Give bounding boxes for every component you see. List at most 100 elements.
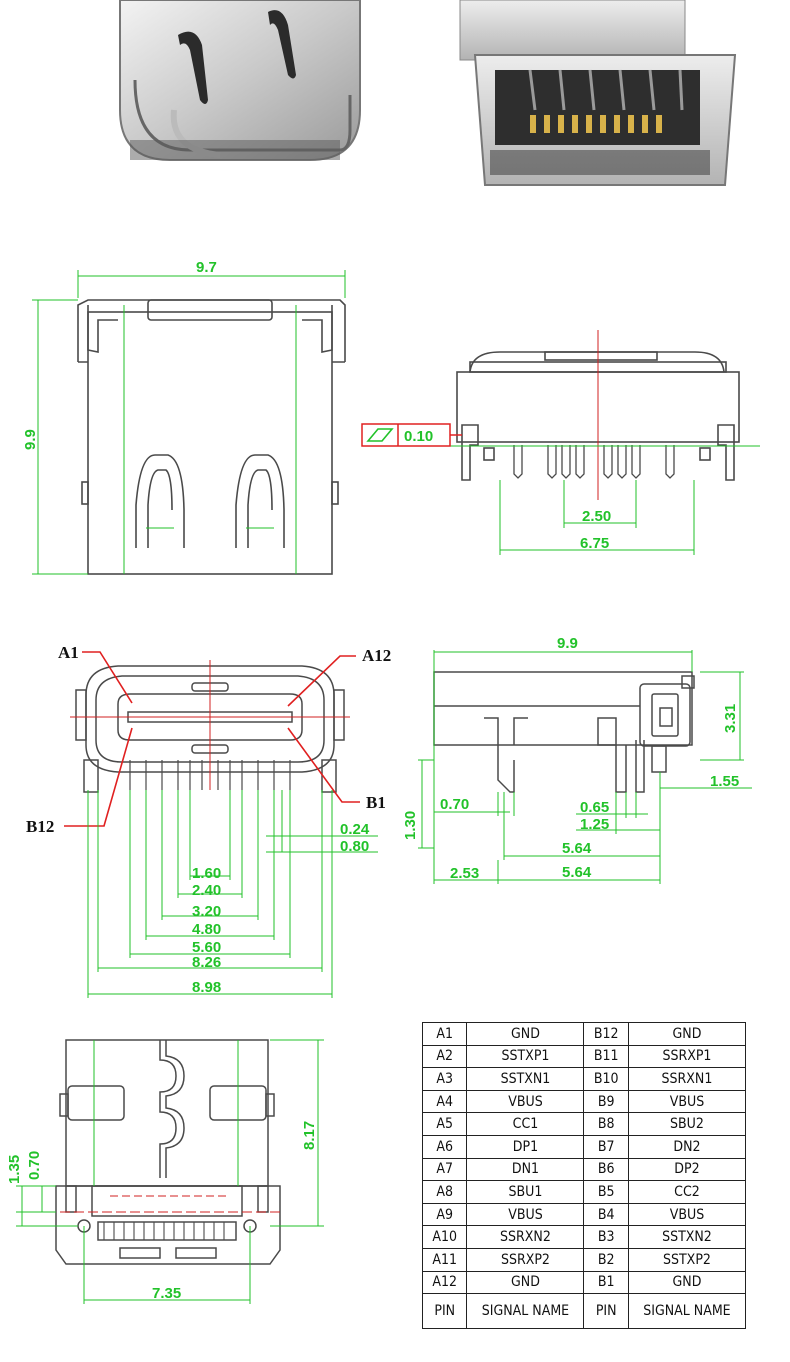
b-pin-cell: B6 bbox=[583, 1157, 629, 1182]
bottom-dim-left-b: 0.70 bbox=[26, 1151, 43, 1180]
b-signal-cell: SSTXP2 bbox=[627, 1247, 747, 1272]
pv-dim-5-64-b: 5.64 bbox=[562, 864, 592, 881]
callout-a1: A1 bbox=[58, 643, 79, 662]
b-signal-cell: CC2 bbox=[627, 1180, 747, 1204]
a-pin-cell: A10 bbox=[421, 1225, 468, 1249]
connector-photo-rear bbox=[450, 0, 750, 215]
b-signal-cell: SSTXN2 bbox=[627, 1225, 747, 1249]
front-view bbox=[77, 299, 346, 575]
bottom-height-label: 8.17 bbox=[301, 1121, 318, 1150]
connector-photo-front bbox=[110, 0, 400, 215]
header-signal-name: SIGNAL NAME bbox=[627, 1293, 747, 1330]
a-pin-cell: A11 bbox=[421, 1247, 468, 1272]
b-signal-cell: VBUS bbox=[627, 1089, 747, 1114]
b-signal-cell: GND bbox=[627, 1270, 747, 1295]
bottom-view-dimension-lines bbox=[16, 1039, 324, 1304]
parallelogram-icon bbox=[366, 428, 394, 442]
b-signal-cell: GND bbox=[627, 1022, 747, 1046]
b-pin-cell: B3 bbox=[583, 1225, 629, 1249]
a-signal-cell: SSRXP2 bbox=[466, 1247, 585, 1272]
a-pin-cell: A12 bbox=[421, 1270, 468, 1295]
fp-dim-2-40: 2.40 bbox=[192, 882, 221, 899]
footprint-callout-leaders bbox=[64, 651, 360, 827]
footprint-centerlines bbox=[70, 660, 350, 790]
a-pin-cell: A4 bbox=[421, 1089, 468, 1114]
b-pin-cell: B10 bbox=[583, 1067, 629, 1091]
table-row: A3 SSTXN1 B10 SSRXN1 bbox=[421, 1067, 747, 1091]
bottom-view bbox=[55, 1039, 281, 1265]
b-signal-cell: SSRXN1 bbox=[627, 1067, 747, 1091]
a-signal-cell: GND bbox=[466, 1022, 585, 1046]
footprint-dimension-lines bbox=[87, 790, 378, 998]
bottom-width-label: 7.35 bbox=[152, 1285, 181, 1302]
b-signal-cell: VBUS bbox=[627, 1202, 747, 1227]
table-row: A8 SBU1 B5 CC2 bbox=[421, 1180, 747, 1204]
table-row: A11 SSRXP2 B2 SSTXP2 bbox=[421, 1247, 747, 1272]
front-width-label: 9.7 bbox=[196, 259, 217, 276]
table-row: A7 DN1 B6 DP2 bbox=[421, 1157, 747, 1182]
a-signal-cell: SSTXP1 bbox=[466, 1044, 585, 1069]
fp-dim-8-26: 8.26 bbox=[192, 954, 221, 971]
table-row: A5 CC1 B8 SBU2 bbox=[421, 1112, 747, 1136]
b-pin-cell: B11 bbox=[583, 1044, 629, 1069]
fp-dim-0-80: 0.80 bbox=[340, 838, 369, 855]
a-pin-cell: A6 bbox=[421, 1134, 468, 1159]
a-pin-cell: A8 bbox=[421, 1180, 468, 1204]
b-pin-cell: B7 bbox=[583, 1134, 629, 1159]
a-signal-cell: SBU1 bbox=[466, 1180, 585, 1204]
b-pin-cell: B1 bbox=[583, 1270, 629, 1295]
table-row: A9 VBUS B4 VBUS bbox=[421, 1202, 747, 1227]
pv-dim-0-65: 0.65 bbox=[580, 799, 609, 816]
fp-dim-8-98: 8.98 bbox=[192, 979, 221, 996]
profile-height-label: 3.31 bbox=[722, 704, 739, 733]
pv-dim-2-53: 2.53 bbox=[450, 865, 479, 882]
table-row: A4 VBUS B9 VBUS bbox=[421, 1089, 747, 1114]
profile-offset-label: 1.55 bbox=[710, 773, 739, 790]
b-pin-cell: B9 bbox=[583, 1089, 629, 1114]
b-pin-cell: B2 bbox=[583, 1247, 629, 1272]
b-pin-cell: B5 bbox=[583, 1180, 629, 1204]
tolerance-frame bbox=[361, 423, 462, 447]
pv-dim-1-25: 1.25 bbox=[580, 816, 609, 833]
table-row: A10 SSRXN2 B3 SSTXN2 bbox=[421, 1225, 747, 1249]
b-signal-cell: DP2 bbox=[627, 1157, 747, 1182]
table-row: A6 DP1 B7 DN2 bbox=[421, 1134, 747, 1159]
b-pin-cell: B12 bbox=[583, 1022, 629, 1046]
profile-dimension-lines bbox=[418, 650, 752, 884]
table-header-row: PIN SIGNAL NAME PIN SIGNAL NAME bbox=[421, 1293, 747, 1330]
callout-b1: B1 bbox=[366, 793, 386, 812]
table-row: A2 SSTXP1 B11 SSRXP1 bbox=[421, 1044, 747, 1069]
a-signal-cell: SSTXN1 bbox=[466, 1067, 585, 1091]
pin-assignment-table: A1 GND B12 GND A2 SSTXP1 B11 SSRXP1 A3 S… bbox=[421, 1022, 747, 1330]
fp-dim-3-20: 3.20 bbox=[192, 903, 221, 920]
pv-dim-0-70: 0.70 bbox=[440, 796, 469, 813]
profile-leg-label: 1.30 bbox=[402, 811, 419, 840]
a-signal-cell: SSRXN2 bbox=[466, 1225, 585, 1249]
pin-table-body: A1 GND B12 GND A2 SSTXP1 B11 SSRXP1 A3 S… bbox=[421, 1022, 747, 1330]
b-signal-cell: DN2 bbox=[627, 1134, 747, 1159]
pv-dim-5-64-a: 5.64 bbox=[562, 840, 592, 857]
header-signal-name: SIGNAL NAME bbox=[466, 1293, 585, 1330]
table-row: A12 GND B1 GND bbox=[421, 1270, 747, 1295]
a-signal-cell: VBUS bbox=[466, 1089, 585, 1114]
front-view-dimension-lines bbox=[32, 270, 346, 575]
profile-length-label: 9.9 bbox=[557, 635, 578, 652]
a-signal-cell: VBUS bbox=[466, 1202, 585, 1227]
b-signal-cell: SBU2 bbox=[627, 1112, 747, 1136]
header-pin: PIN bbox=[421, 1293, 468, 1330]
bottom-view-centerlines bbox=[60, 1195, 280, 1213]
a-pin-cell: A2 bbox=[421, 1044, 468, 1069]
b-signal-cell: SSRXP1 bbox=[627, 1044, 747, 1069]
a-pin-cell: A5 bbox=[421, 1112, 468, 1136]
b-pin-cell: B4 bbox=[583, 1202, 629, 1227]
a-signal-cell: DP1 bbox=[466, 1134, 585, 1159]
a-signal-cell: GND bbox=[466, 1270, 585, 1295]
tolerance-value: 0.10 bbox=[404, 428, 433, 445]
fp-dim-0-24: 0.24 bbox=[340, 821, 370, 838]
callout-a12: A12 bbox=[362, 646, 391, 665]
a-signal-cell: DN1 bbox=[466, 1157, 585, 1182]
profile-view bbox=[433, 671, 695, 793]
side-span-label: 6.75 bbox=[580, 535, 609, 552]
a-pin-cell: A9 bbox=[421, 1202, 468, 1227]
